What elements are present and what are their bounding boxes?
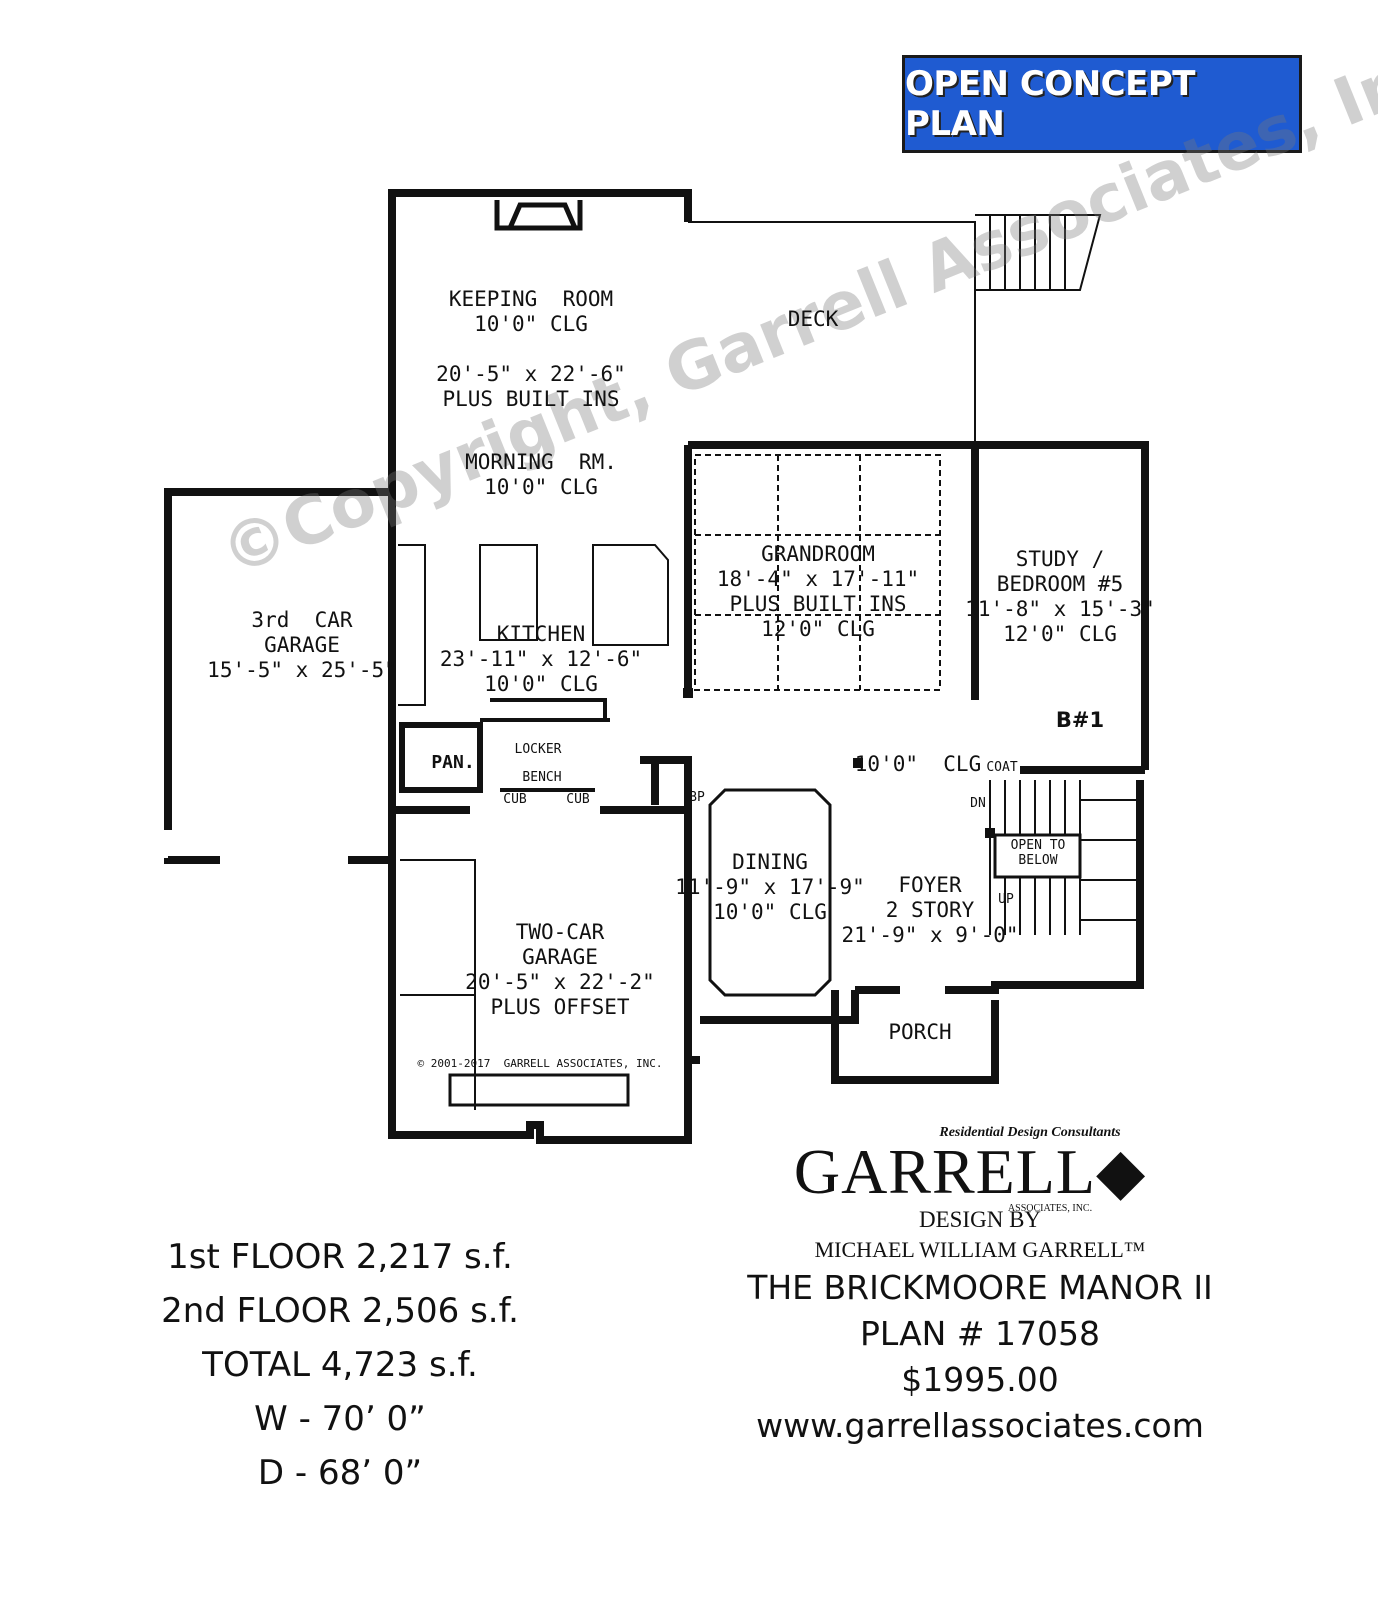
width-dimension: W - 70’ 0” xyxy=(254,1399,426,1439)
total-area: TOTAL 4,723 s.f. xyxy=(202,1345,478,1385)
label-deck: DECK xyxy=(787,307,839,331)
label-stair-down: DN xyxy=(970,796,986,811)
wall-dining-north xyxy=(640,756,692,810)
column xyxy=(683,688,693,698)
wall-third-garage xyxy=(164,488,392,864)
label-bp: BP xyxy=(689,790,705,805)
diamond-icon: ◆ xyxy=(1095,1136,1147,1207)
label-morning-room: MORNING RM. 10'0" CLG xyxy=(465,450,617,499)
label-open-to-below: OPEN TO BELOW xyxy=(1010,838,1066,868)
designer-name: MICHAEL WILLIAM GARRELL™ xyxy=(814,1237,1146,1262)
column xyxy=(985,828,995,838)
label-kitchen: KITCHEN 23'-11" x 12'-6" 10'0" CLG xyxy=(439,622,643,696)
logo-wordmark: GARRELL◆ xyxy=(760,1140,1180,1204)
label-cubby-2: CUB xyxy=(566,792,590,807)
deck-outline xyxy=(688,221,976,445)
logo-tagline: Residential Design Consultants xyxy=(939,1125,1121,1140)
label-locker: LOCKER xyxy=(514,742,562,757)
label-porch: PORCH xyxy=(888,1020,952,1044)
label-dining: DINING 11'-9" x 17'-9" 10'0" CLG xyxy=(675,850,865,924)
wall-grandroom-north xyxy=(688,441,1149,770)
wall-garage-east xyxy=(392,806,692,1060)
wall-keeping-west xyxy=(388,189,692,810)
label-foyer: FOYER 2 STORY 21'-9" x 9'-0" xyxy=(841,873,1019,947)
plan-info: DESIGN BY MICHAEL WILLIAM GARRELL™ THE B… xyxy=(700,1205,1260,1449)
kitchen-island-2 xyxy=(592,544,669,646)
garage-door-lines xyxy=(400,859,476,1110)
label-study: STUDY / BEDROOM #5 11'-8" x 15'-3" 12'0"… xyxy=(965,547,1155,646)
label-keeping-room: KEEPING ROOM 10'0" CLG 20'-5" x 22'-6" P… xyxy=(436,287,626,411)
copyright-box xyxy=(448,1073,630,1107)
depth-dimension: D - 68’ 0” xyxy=(257,1453,423,1493)
deck-stairs xyxy=(975,214,1102,291)
copyright-note: © 2001-2017 GARRELL ASSOCIATES, INC. xyxy=(417,1057,663,1070)
label-hall-ceiling: 10'0" CLG xyxy=(854,752,982,776)
fireplace xyxy=(494,200,583,231)
locker-bench xyxy=(480,698,610,792)
wall-south xyxy=(700,780,1144,1024)
label-pantry: PAN. xyxy=(431,752,475,773)
dining-ceiling xyxy=(708,788,832,997)
kitchen-island-1 xyxy=(479,544,538,641)
logo-text: GARRELL xyxy=(793,1136,1096,1207)
logo-associates: ASSOCIATES, INC. xyxy=(1007,1203,1093,1214)
badge-label: OPEN CONCEPT PLAN xyxy=(905,64,1195,144)
label-two-car-garage: TWO-CAR GARAGE 20'-5" x 22'-2" PLUS OFFS… xyxy=(465,920,655,1019)
grandroom-ceiling-grid xyxy=(694,454,941,691)
design-by: DESIGN BY xyxy=(918,1207,1042,1232)
pantry xyxy=(399,722,483,793)
label-bench: BENCH xyxy=(522,770,562,785)
kitchen-counter xyxy=(398,544,426,706)
open-concept-badge: OPEN CONCEPT PLAN xyxy=(902,55,1302,153)
label-bath: B#1 xyxy=(1055,708,1105,732)
wall-two-garage xyxy=(388,810,700,1144)
plan-price: $1995.00 xyxy=(901,1360,1059,1399)
garrell-logo: Residential Design Consultants GARRELL◆ … xyxy=(760,1125,1180,1214)
plan-name: THE BRICKMOORE MANOR II xyxy=(747,1268,1213,1307)
second-floor-area: 2nd FLOOR 2,506 s.f. xyxy=(161,1291,519,1331)
label-coat: COAT xyxy=(986,760,1018,775)
open-to-below xyxy=(993,833,1082,879)
square-footage: 1st FLOOR 2,217 s.f. 2nd FLOOR 2,506 s.f… xyxy=(140,1230,540,1500)
label-cubby-1: CUB xyxy=(503,792,527,807)
wall-porch xyxy=(831,990,999,1084)
column xyxy=(853,758,863,768)
label-stair-up: UP xyxy=(998,892,1014,907)
first-floor-area: 1st FLOOR 2,217 s.f. xyxy=(167,1237,513,1277)
plan-number: PLAN # 17058 xyxy=(860,1314,1100,1353)
label-grandroom: GRANDROOM 18'-4" x 17'-11" PLUS BUILT IN… xyxy=(716,542,920,641)
label-third-garage: 3rd CAR GARAGE 15'-5" x 25'-5" xyxy=(207,608,397,682)
website-link[interactable]: www.garrellassociates.com xyxy=(756,1406,1204,1445)
